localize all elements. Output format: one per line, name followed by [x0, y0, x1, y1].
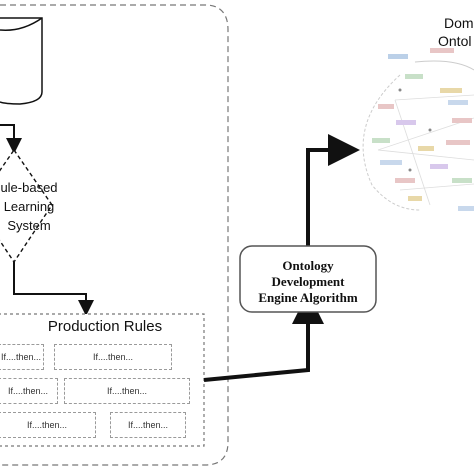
engine-to-ontology-arrow: [306, 134, 360, 248]
decision-to-rules-arrow: [13, 262, 94, 316]
rule-box-1-1: If....then...: [0, 344, 44, 370]
rule-system-line-1: ule-based: [0, 180, 58, 195]
production-rules-title: Production Rules: [47, 318, 163, 335]
engine-line-3: Engine Algorithm: [258, 290, 358, 305]
rules-to-engine-arrow: [203, 292, 324, 382]
rule-box-2-2: If....then...: [64, 378, 190, 404]
outer-dashed-container: [0, 4, 229, 466]
db-to-decision-arrow: [0, 124, 22, 154]
database-icon: [0, 17, 43, 105]
rule-box-3-2: If....then...: [110, 412, 186, 438]
engine-label: Ontology Development Engine Algorithm: [240, 258, 376, 306]
rule-box-1-2: If....then...: [54, 344, 172, 370]
domain-ontology-label: Dom Ontol: [438, 14, 474, 50]
engine-line-2: Development: [271, 274, 345, 289]
rule-system-label: ule-based Learning System: [0, 178, 60, 235]
rule-box-2-1: If....then...: [0, 378, 58, 404]
rule-system-line-3: System: [7, 218, 51, 233]
domain-line-1: Dom: [444, 15, 474, 31]
domain-line-2: Ontol: [438, 33, 472, 49]
ontology-graph-image: [362, 48, 474, 211]
rule-system-line-2: Learning: [3, 199, 55, 214]
engine-line-1: Ontology: [282, 258, 334, 273]
engine-box: [239, 245, 377, 313]
rule-box-3-1: If....then...: [0, 412, 96, 438]
